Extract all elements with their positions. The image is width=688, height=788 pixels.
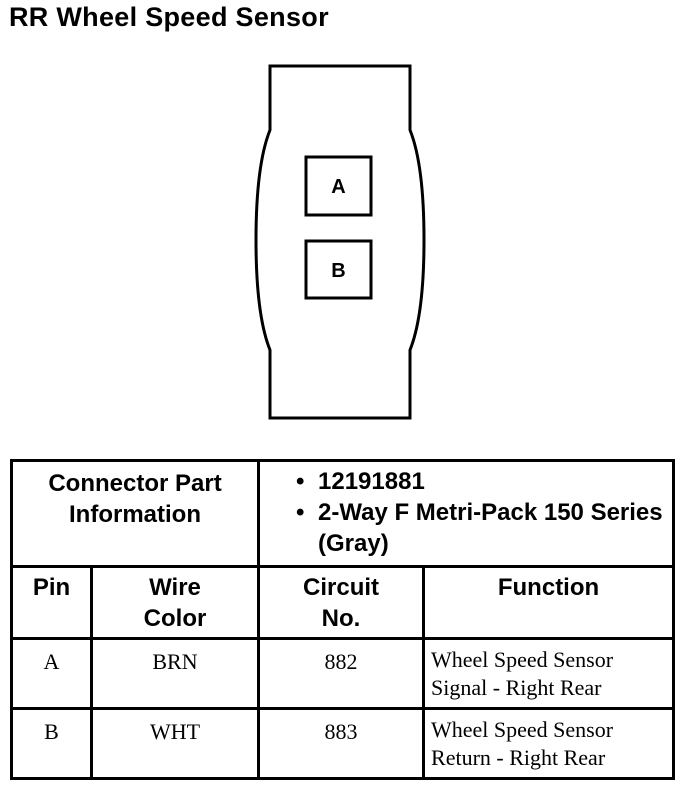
pin-cavity-b: B [304,239,373,300]
circuit-header: Circuit No. [303,574,380,632]
row-function-line-1: Wheel Speed Sensor [431,647,614,672]
row-circuit: 883 [324,719,358,744]
table-row: B WHT 883 Wheel Speed Sensor Return - Ri… [10,707,676,780]
part-info-list: 12191881 2-Way F Metri-Pack 150 Series (… [260,462,672,559]
part-info-row: Connector Part Information 12191881 2-Wa… [9,459,676,568]
row-function: Wheel Speed Sensor Signal - Right Rear [425,640,672,702]
pin-cavity-a: A [304,155,373,217]
pin-header-cell: Pin [10,565,93,640]
row-wire-color: WHT [149,719,201,744]
row-function-line-2: Return - Right Rear [431,745,606,770]
row-function-line-2: Signal - Right Rear [431,675,602,700]
row-pin: A [43,649,60,674]
part-description: 2-Way F Metri-Pack 150 Series (Gray) [296,497,672,559]
row-function-line-1: Wheel Speed Sensor [431,717,614,742]
part-info-value-cell: 12191881 2-Way F Metri-Pack 150 Series (… [257,459,676,568]
pin-cavity-a-label: A [331,176,345,198]
circuit-header-cell: Circuit No. [257,565,426,640]
function-header-cell: Function [422,565,676,640]
row-pin: B [44,719,59,744]
wire-color-header: Wire Color [143,574,207,632]
row-function: Wheel Speed Sensor Return - Right Rear [425,710,672,772]
function-header: Function [497,574,600,601]
wire-color-header-cell: Wire Color [89,565,261,640]
pin-header: Pin [32,574,71,601]
row-circuit: 882 [324,649,358,674]
part-number: 12191881 [296,466,672,497]
pin-cavity-b-label: B [331,260,345,282]
part-info-label-cell: Connector Part Information [9,459,261,568]
diagram-title: RR Wheel Speed Sensor [9,2,329,32]
connector-info-table: Connector Part Information 12191881 2-Wa… [9,459,676,780]
part-info-label: Connector Part Information [48,470,222,528]
connector-face-diagram: A B [254,64,426,420]
table-row: A BRN 882 Wheel Speed Sensor Signal - Ri… [10,637,676,710]
column-header-row: Pin Wire Color Circuit No. Function [10,565,676,640]
row-wire-color: BRN [152,649,198,674]
